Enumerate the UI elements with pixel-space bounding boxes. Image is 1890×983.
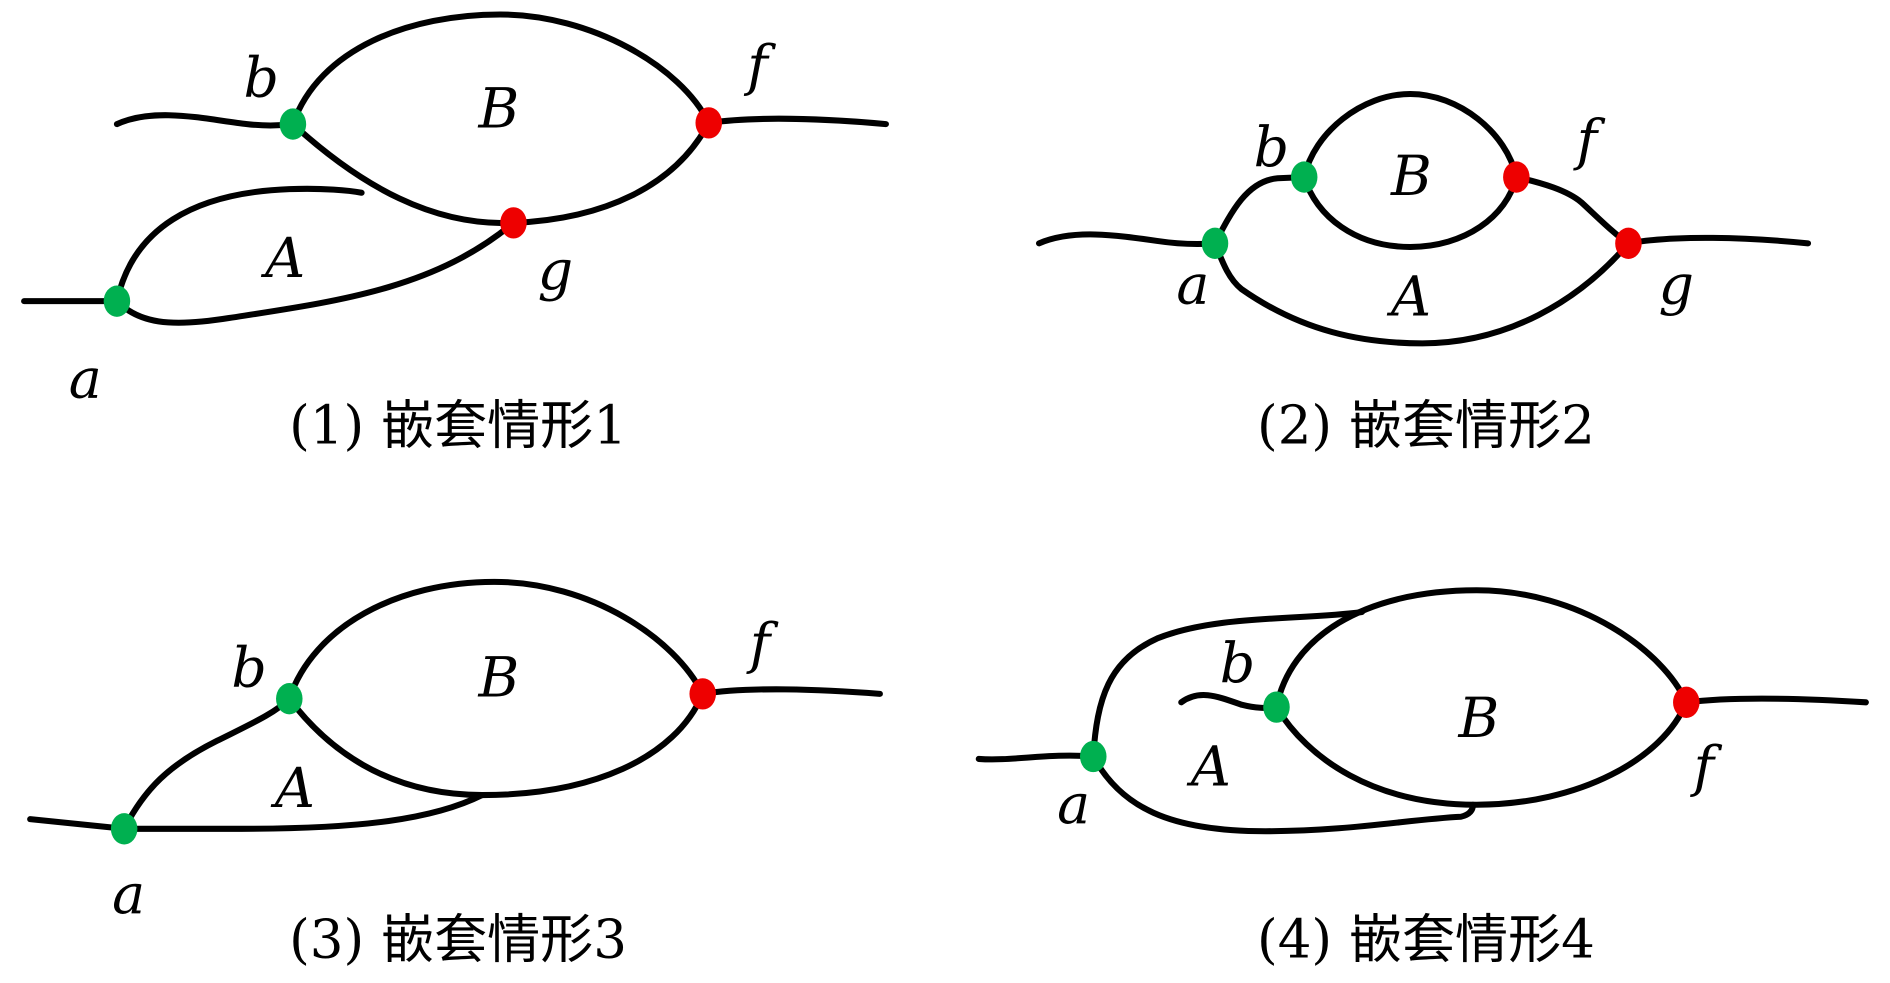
panel-1-tail-f xyxy=(705,115,889,128)
panel-2-node-g xyxy=(1615,227,1642,260)
panel-3-label-f: f xyxy=(746,613,779,677)
panel-4-label-f: f xyxy=(1690,735,1723,799)
panel-1-label-b: b xyxy=(243,46,278,110)
panel-2-node-b xyxy=(1290,161,1318,193)
panel-3-node-f xyxy=(689,678,716,710)
panel-2-node-a xyxy=(1201,227,1229,260)
panel-1-caption: (1) 嵌套情形1 xyxy=(289,394,627,456)
panel-1-node-g xyxy=(500,207,527,239)
panel-4-tail-b xyxy=(1178,692,1280,711)
panel-4-node-a xyxy=(1080,740,1107,773)
panel-1-label-B: B xyxy=(478,78,520,142)
panel-2-branch-f-g xyxy=(1513,174,1632,247)
panel-1-tail-b xyxy=(113,112,296,129)
panel-1-node-a xyxy=(103,285,131,317)
panel-1-label-g: g xyxy=(538,239,573,303)
panel-4-loop-A-lower xyxy=(1090,753,1476,835)
panel-2-tail-g xyxy=(1625,234,1812,247)
panel-2-label-g: g xyxy=(1659,254,1694,318)
panel-4-label-B: B xyxy=(1457,687,1499,751)
panel-4-label-b: b xyxy=(1220,632,1255,696)
panel-1-label-a: a xyxy=(69,348,102,412)
panel-4-label-a: a xyxy=(1057,773,1090,837)
panel-1-node-b xyxy=(279,108,307,140)
panel-1-label-A: A xyxy=(260,227,305,291)
panel-2-label-A: A xyxy=(1386,266,1431,330)
panel-2-tail-a xyxy=(1036,231,1219,248)
panel-4: b B A a f (4) 嵌套情形4 xyxy=(975,587,1869,971)
panel-3-branch-a-b xyxy=(121,695,293,832)
panel-1-loop-A-lower xyxy=(113,219,517,326)
panel-3-label-a: a xyxy=(112,863,145,927)
panel-3-tail-f xyxy=(699,686,883,697)
panel-1-node-f xyxy=(695,107,723,139)
panel-2-label-B: B xyxy=(1390,145,1432,209)
panel-4-node-b xyxy=(1263,691,1290,723)
panel-4-loop-A-upper xyxy=(1090,608,1366,760)
panel-4-caption: (4) 嵌套情形4 xyxy=(1257,909,1595,971)
panel-2: b B f a A g (2) 嵌套情形2 xyxy=(1036,90,1812,456)
panel-2-label-f: f xyxy=(1573,109,1606,173)
panel-1: b f B A g a (1) 嵌套情形1 xyxy=(21,11,889,456)
panel-4-tail-f xyxy=(1683,695,1869,706)
panel-1-loop-A-upper xyxy=(113,185,365,305)
panel-4-tail-a xyxy=(975,752,1097,763)
panel-4-node-f xyxy=(1673,686,1700,718)
panel-3-node-b xyxy=(276,683,303,715)
panel-3-label-A: A xyxy=(270,757,315,821)
panel-2-label-a: a xyxy=(1176,254,1209,318)
panel-2-label-b: b xyxy=(1254,116,1289,180)
panel-4-label-A: A xyxy=(1186,735,1231,799)
panel-3: b B f A a (3) 嵌套情形3 xyxy=(27,578,883,971)
panel-3-caption: (3) 嵌套情形3 xyxy=(289,909,627,971)
panel-3-tail-a xyxy=(27,816,128,832)
panel-3-label-b: b xyxy=(231,637,266,701)
panel-1-label-f: f xyxy=(743,34,776,98)
panel-3-node-a xyxy=(110,813,138,845)
panel-2-node-f xyxy=(1503,161,1530,193)
panel-2-branch-a-b xyxy=(1211,174,1308,247)
panel-3-loop-A-lower xyxy=(121,792,486,832)
panel-3-label-B: B xyxy=(478,646,520,710)
panel-2-loop-A xyxy=(1211,240,1632,347)
panel-2-caption: (2) 嵌套情形2 xyxy=(1257,394,1595,456)
